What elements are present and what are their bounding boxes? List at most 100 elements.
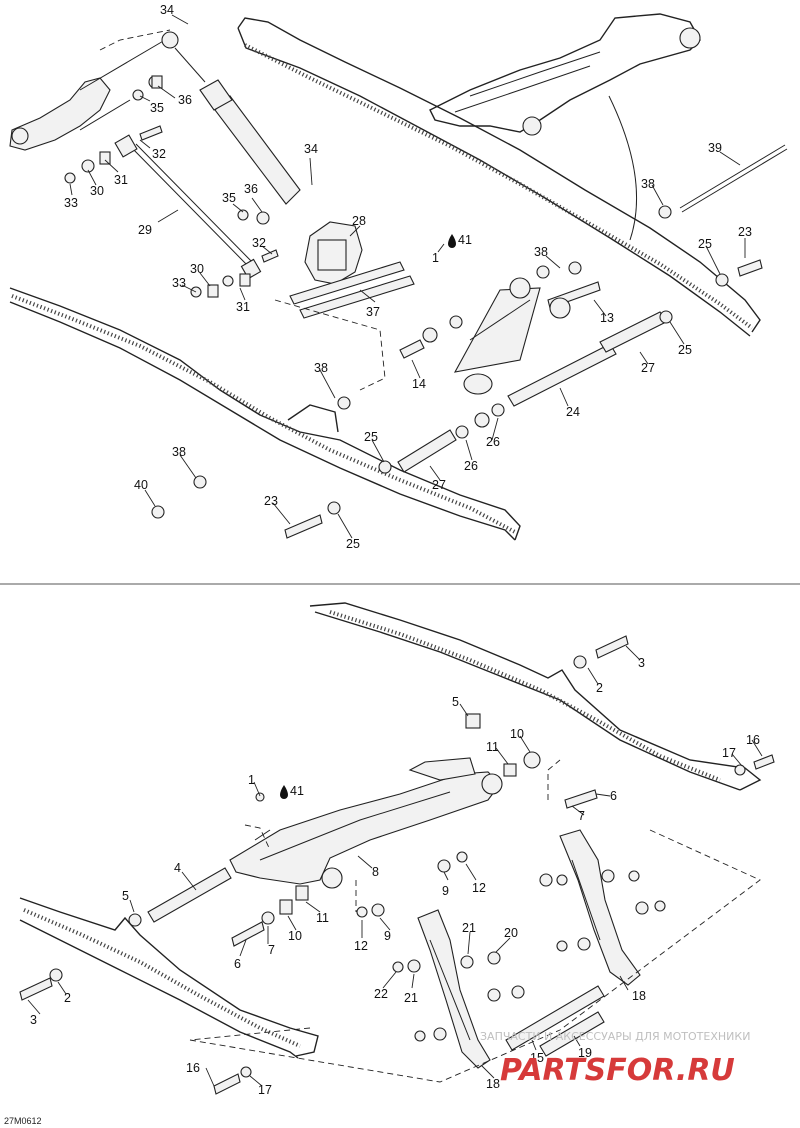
callout: 7 xyxy=(578,809,585,823)
top-bolts xyxy=(151,144,788,539)
callout: 32 xyxy=(152,147,166,161)
callout: 9 xyxy=(384,929,391,943)
link-18-right xyxy=(559,829,641,986)
callout: 40 xyxy=(134,478,148,492)
callout: 31 xyxy=(114,173,128,187)
top-assembly xyxy=(9,13,788,541)
callout: 10 xyxy=(288,929,302,943)
callout: 35 xyxy=(150,101,164,115)
callout: 35 xyxy=(222,191,236,205)
callout: 38 xyxy=(172,445,186,459)
bottom-assembly xyxy=(19,602,775,1095)
callout: 31 xyxy=(236,300,250,314)
callout: 18 xyxy=(486,1077,500,1091)
diagram-code: 27M0612 xyxy=(4,1116,42,1126)
callout: 33 xyxy=(64,196,78,210)
callout: 12 xyxy=(472,881,486,895)
callout: 16 xyxy=(186,1061,200,1075)
callout: 8 xyxy=(372,865,379,879)
oil-label: 41 xyxy=(290,784,304,798)
callout: 28 xyxy=(352,214,366,228)
callout: 14 xyxy=(412,377,426,391)
callout: 24 xyxy=(566,405,580,419)
watermark: ЗАПЧАСТИ И АКСЕССУАРЫ ДЛЯ МОТОТЕХНИКИ PA… xyxy=(480,1030,750,1088)
bottom-dashed-guides xyxy=(189,759,761,1083)
callout: 7 xyxy=(268,943,275,957)
callout: 16 xyxy=(746,733,760,747)
callout: 18 xyxy=(632,989,646,1003)
callout: 37 xyxy=(366,305,380,319)
callout: 38 xyxy=(641,177,655,191)
callout: 26 xyxy=(486,435,500,449)
callout: 21 xyxy=(462,921,476,935)
callout: 32 xyxy=(252,236,266,250)
bottom-leader-lines xyxy=(27,645,763,1087)
callout: 10 xyxy=(510,727,524,741)
bottom-left-rail xyxy=(19,897,319,1059)
callout: 2 xyxy=(596,681,603,695)
callout: 33 xyxy=(172,276,186,290)
top-left-rail xyxy=(9,287,521,541)
tubes-15-19 xyxy=(505,985,605,1057)
shaft-4 xyxy=(128,867,232,927)
callout: 25 xyxy=(698,237,712,251)
callout: 27 xyxy=(432,478,446,492)
watermark-brand: PARTSFOR.RU xyxy=(500,1053,735,1088)
watermark-subtitle: ЗАПЧАСТИ И АКСЕССУАРЫ ДЛЯ МОТОТЕХНИКИ xyxy=(480,1030,750,1043)
callout: 38 xyxy=(314,361,328,375)
callout: 36 xyxy=(244,182,258,196)
shaft-24 xyxy=(378,310,673,474)
callout: 25 xyxy=(346,537,360,551)
callout: 13 xyxy=(600,311,614,325)
callout: 20 xyxy=(504,926,518,940)
callout: 34 xyxy=(304,142,318,156)
callout: 11 xyxy=(486,740,499,754)
callout: 4 xyxy=(174,861,181,875)
top-leader-lines xyxy=(69,14,746,539)
callout: 36 xyxy=(178,93,192,107)
callout: 1 xyxy=(248,773,255,787)
callout: 3 xyxy=(30,1013,37,1027)
callout: 25 xyxy=(678,343,692,357)
callout: 30 xyxy=(90,184,104,198)
rear-arm-assembly xyxy=(429,13,701,241)
top-hardware xyxy=(64,75,279,298)
callout: 11 xyxy=(316,911,329,925)
callout: 19 xyxy=(578,1046,592,1060)
callout: 23 xyxy=(738,225,752,239)
callout: 30 xyxy=(190,262,204,276)
callout: 6 xyxy=(610,789,617,803)
top-shock xyxy=(161,31,301,205)
callout: 21 xyxy=(404,991,418,1005)
callout: 2 xyxy=(64,991,71,1005)
oil-icon-bottom: 41 xyxy=(280,784,304,799)
bottom-callout-labels: 3 2 5 16 17 11 10 1 41 6 7 4 8 9 12 5 7 … xyxy=(30,656,760,1097)
callout: 25 xyxy=(364,430,378,444)
link-18-left xyxy=(417,909,491,1069)
callout: 3 xyxy=(638,656,645,670)
callout: 39 xyxy=(708,141,722,155)
top-callout-labels: 34 35 36 32 31 30 33 29 34 36 35 32 28 4… xyxy=(64,3,752,551)
front-arm-assembly xyxy=(9,29,171,151)
tie-rod-29 xyxy=(114,134,262,280)
callout: 9 xyxy=(442,884,449,898)
callout: 5 xyxy=(452,695,459,709)
callout: 29 xyxy=(138,223,152,237)
callout: 17 xyxy=(258,1083,272,1097)
oil-icon-top: 41 xyxy=(448,233,472,248)
callout: 12 xyxy=(354,939,368,953)
top-right-rail xyxy=(237,17,761,337)
callout: 5 xyxy=(122,889,129,903)
bottom-hardware xyxy=(19,635,775,1095)
callout: 22 xyxy=(374,987,388,1001)
front-arm-8 xyxy=(229,757,503,889)
callout: 27 xyxy=(641,361,655,375)
oil-label: 41 xyxy=(458,233,472,247)
callout: 34 xyxy=(160,3,174,17)
callout: 6 xyxy=(234,957,241,971)
bracket-28 xyxy=(274,221,415,391)
callout: 26 xyxy=(464,459,478,473)
callout: 17 xyxy=(722,746,736,760)
rear-shock xyxy=(453,277,541,395)
callout: 15 xyxy=(530,1051,544,1065)
